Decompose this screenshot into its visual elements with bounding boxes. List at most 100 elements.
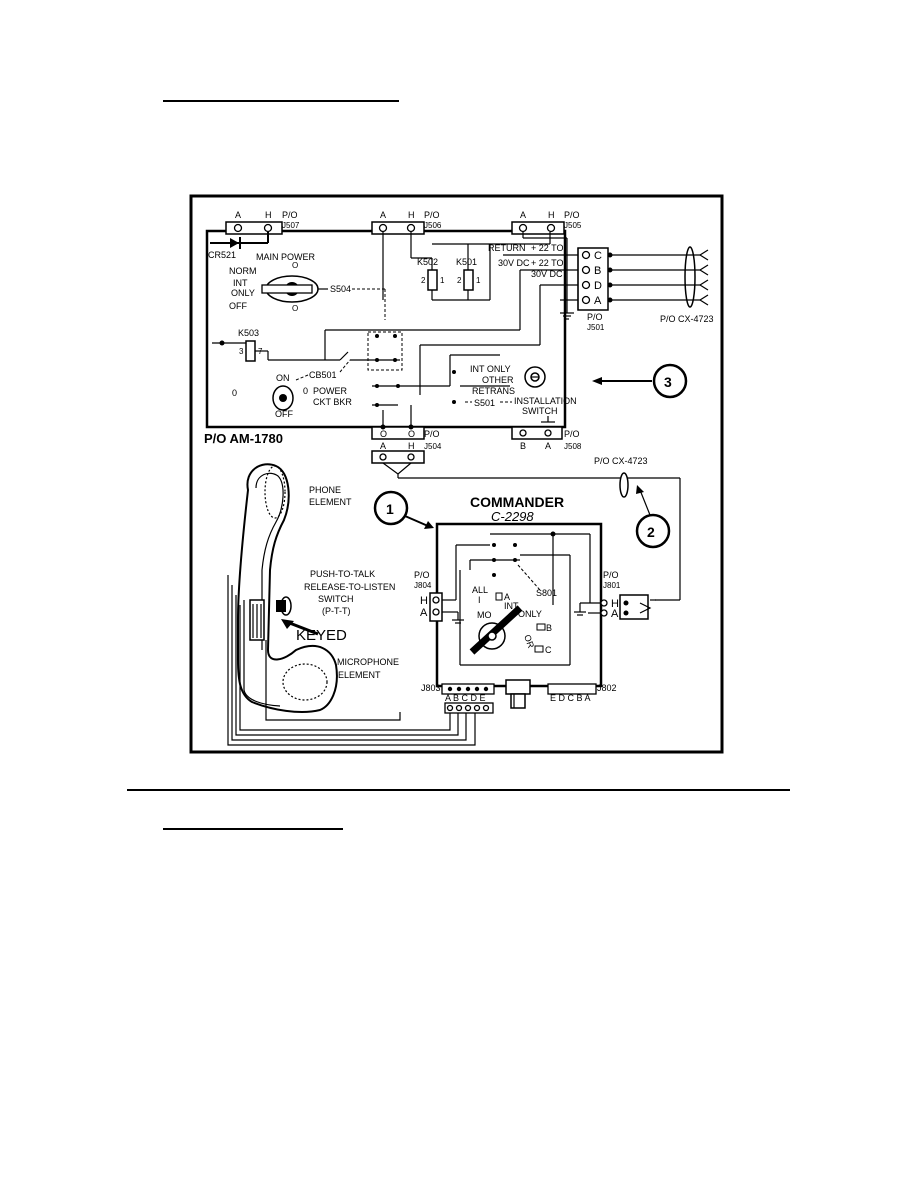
svg-text:1: 1 [476, 276, 481, 285]
s801-selector-switch: ALL I A S801 INT ONLY MO OR B C [469, 585, 557, 655]
int-label: INT [233, 278, 248, 288]
ground-symbol [560, 308, 574, 320]
j508-name: J508 [564, 442, 582, 451]
i-label: I [478, 595, 481, 605]
mic-element-line2: ELEMENT [338, 670, 381, 680]
ptt-line3: SWITCH [318, 594, 354, 604]
j801-po: P/O [603, 570, 619, 580]
j802-pins: E D C B A [550, 693, 591, 703]
j501-pin-c: C [594, 250, 602, 262]
connector-j501: C B D A P/O J501 [577, 247, 613, 332]
svg-text:O: O [292, 304, 298, 313]
j506-pin-h: H [408, 210, 415, 220]
j804-pin-a: A [420, 607, 428, 619]
or-label: OR [522, 633, 536, 650]
j801-pin-h: H [611, 598, 619, 610]
ckt-bkr-label: CKT BKR [313, 397, 352, 407]
cr521-diode: CR521 [208, 232, 269, 260]
ptt-line2: RELEASE-TO-LISTEN [304, 582, 395, 592]
installation-switch: INT ONLY OTHER RETRANS S501 INSTALLATION… [465, 364, 577, 423]
plus22-b-label: + 22 TO [531, 258, 563, 268]
j507-pin-h: H [265, 210, 272, 220]
j803-name: J803 [421, 683, 441, 693]
j506-pin-a: A [380, 210, 386, 220]
callout-2: 2 [635, 513, 671, 549]
svg-text:0: 0 [303, 386, 308, 396]
power-circuit-breaker: ON 0 OFF 0 POWER CKT BKR CB501 [232, 351, 352, 419]
j504-po: P/O [424, 429, 440, 439]
s801-label: S801 [536, 588, 557, 598]
svg-text:2: 2 [421, 276, 426, 285]
phone-element-line2: ELEMENT [309, 497, 352, 507]
int-only-sw-label: INT ONLY [470, 364, 511, 374]
svg-text:1: 1 [440, 276, 445, 285]
only-label: ONLY [231, 288, 255, 298]
speaker-jack [505, 679, 531, 709]
on-label: ON [276, 373, 290, 383]
callout-3-label: 3 [664, 374, 672, 390]
j505-name: J505 [564, 221, 582, 230]
connector-j801: P/O J801 H A [574, 570, 656, 620]
j501-pin-b: B [594, 265, 601, 277]
handset-cord [227, 575, 476, 746]
j508-po: P/O [564, 429, 580, 439]
connector-j803: J803 A B C D E [421, 683, 495, 714]
j802-name: J802 [597, 683, 617, 693]
svg-text:O: O [292, 261, 298, 270]
power-label: POWER [313, 386, 348, 396]
callout-2-label: 2 [647, 524, 655, 540]
cr521-label: CR521 [208, 250, 236, 260]
cb501-label: CB501 [309, 370, 337, 380]
off2-label: OFF [275, 409, 293, 419]
callout-3: 3 [592, 363, 688, 399]
off-label: OFF [229, 301, 247, 311]
ptt-line4: (P-T-T) [322, 606, 351, 616]
mic-element-line1: MICROPHONE [337, 657, 399, 667]
j804-po: P/O [414, 570, 430, 580]
callout-1-label: 1 [386, 501, 394, 517]
30v-a-label: 30V DC [498, 258, 530, 268]
j508-pin-b: B [520, 441, 526, 451]
ptt-line1: PUSH-TO-TALK [310, 569, 375, 579]
int-label: INT [504, 601, 519, 611]
cx4723-mid-label: P/O CX-4723 [594, 456, 648, 466]
phone-element-line1: PHONE [309, 485, 341, 495]
b-label: B [546, 623, 552, 633]
connector-j508: B A P/O J508 [511, 426, 582, 451]
commander-box [435, 522, 603, 688]
k502-label: K502 [417, 257, 438, 267]
commander-wiring [455, 531, 591, 666]
cable-cx4723-mid: P/O CX-4723 [594, 456, 681, 601]
cx4723-top-label: P/O CX-4723 [660, 314, 714, 324]
subsection-rule [163, 828, 343, 830]
j504-pin-a: A [380, 441, 386, 451]
header-rule [163, 100, 399, 102]
amplifier-switch-matrix [350, 331, 510, 407]
installation-label: INSTALLATION [514, 396, 577, 406]
j501-po: P/O [587, 312, 603, 322]
connector-j507: A H P/O J507 [225, 210, 300, 235]
c-label: C [545, 645, 552, 655]
j801-pin-a: A [611, 608, 619, 620]
j501-pin-d: D [594, 280, 602, 292]
j803-pins: A B C D E [445, 693, 486, 703]
j505-pin-a: A [520, 210, 526, 220]
connector-j505: A H P/O J505 [511, 210, 582, 235]
switch-label: SWITCH [522, 406, 558, 416]
svg-text:O: O [380, 429, 387, 439]
section-divider-rule [127, 789, 790, 791]
j504-pin-h: H [408, 441, 415, 451]
keyed-label: KEYED [296, 627, 347, 644]
retrans-label: RETRANS [472, 386, 515, 396]
other-label: OTHER [482, 375, 514, 385]
relay-k502: K502 2 1 [417, 257, 445, 300]
k501-label: K501 [456, 257, 477, 267]
commander-model: C-2298 [491, 509, 534, 524]
main-power-switch: MAIN POWER O NORM INT ONLY OFF O S504 [229, 252, 386, 320]
j507-pin-a: A [235, 210, 241, 220]
j508-pin-a: A [545, 441, 551, 451]
